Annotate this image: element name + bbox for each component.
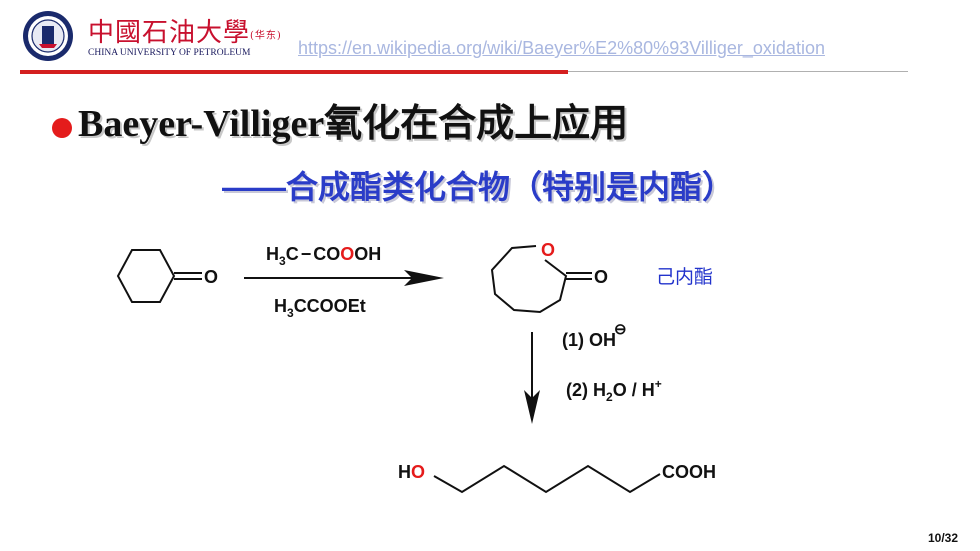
product-hydroxyl: HO: [398, 462, 425, 482]
header-rule-red: [20, 70, 568, 74]
header-rule-grey: [568, 71, 908, 72]
bullet-icon: [52, 117, 72, 138]
university-name-cn-main: 中國石油大學: [88, 18, 251, 48]
hydrolysis-step-2: (2) H2O / H+: [566, 377, 662, 404]
ketone-oxygen: O: [204, 267, 218, 287]
university-name-en: CHINA UNIVERSITY OF PETROLEUM: [88, 48, 251, 58]
slide-header: 中國石油大學(华东) CHINA UNIVERSITY OF PETROLEUM…: [0, 0, 980, 80]
hydrolysis-step-1: (1) OH⊖: [562, 321, 627, 350]
hydrolysis-arrow-head: [524, 390, 540, 424]
lactone-carbonyl-oxygen: O: [594, 267, 608, 287]
university-seal-logo: [23, 11, 73, 61]
slide-subtitle: ——合成酯类化合物（特别是内酯）: [222, 169, 735, 205]
reaction-scheme: O H3C−COOOH H3CCOOEt O O 己内酯 (1) OH⊖ (2)…: [116, 240, 716, 494]
source-link[interactable]: https://en.wikipedia.org/wiki/Baeyer%E2%…: [298, 38, 825, 58]
page-number: 10/32: [927, 531, 958, 545]
reagent-peracid: H3C−COOOH: [266, 244, 381, 268]
slide-title-row: Baeyer-Villiger氧化在合成上应用: [52, 92, 628, 145]
university-name-cn: 中國石油大學(华东): [88, 12, 282, 49]
university-name-cn-sub: (华东): [250, 30, 282, 42]
slide-title: Baeyer-Villiger氧化在合成上应用: [78, 103, 629, 145]
reaction-arrow-head: [404, 270, 444, 286]
reagent-ethyl-acetate: H3CCOOEt: [274, 296, 366, 320]
lactone-ring-oxygen: O: [541, 240, 555, 260]
cyclohexane-ring: [116, 249, 176, 303]
lactone-name: 己内酯: [656, 266, 713, 288]
product-carboxyl: COOH: [662, 462, 716, 482]
lactone-ring: [490, 245, 568, 314]
product-carbon-chain: [433, 464, 661, 494]
